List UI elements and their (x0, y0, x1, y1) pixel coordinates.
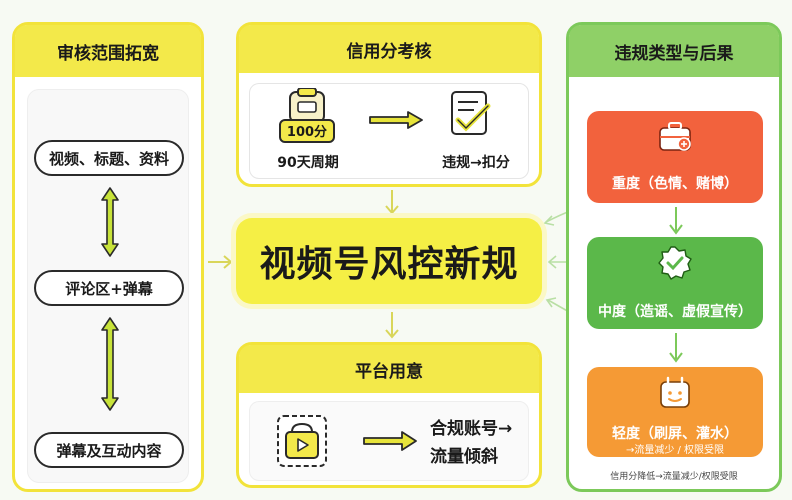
double-arrow-icon (101, 317, 119, 411)
center-to-intent-arrow (385, 312, 399, 339)
platform-intent-title: 平台用意 (239, 345, 539, 393)
scope-item-comments: 评论区+弹幕 (34, 270, 184, 306)
scope-item-interactions: 弹幕及互动内容 (34, 432, 184, 468)
review-scope-panel: 审核范围拓宽 视频、标题、资料 评论区+弹幕 弹幕及互动内容 (12, 22, 204, 492)
check-badge-icon (658, 246, 692, 280)
credit-score-body: 100分 90天周期 违规→扣分 (249, 83, 529, 179)
video-bag-icon (277, 415, 327, 467)
review-scope-list: 视频、标题、资料 评论区+弹幕 弹幕及互动内容 (27, 89, 189, 483)
credit-score-card: 信用分考核 100分 90天周期 违规→扣分 (236, 22, 542, 187)
down-arrow-icon (669, 333, 683, 363)
violation-check-icon (451, 91, 491, 135)
medical-case-icon (659, 122, 691, 151)
severity-mild-card: 轻度（刷屏、灌水） →流量减少 / 权限受限 (587, 367, 763, 457)
right-arrow-icon (369, 111, 423, 129)
cycle-label: 90天周期 (277, 155, 339, 171)
platform-intent-card: 平台用意 合规账号→ 流量倾斜 (236, 342, 542, 488)
scope-item-video: 视频、标题、资料 (34, 140, 184, 176)
severity-moderate-card: 中度（造谣、虚假宣传） (587, 237, 763, 329)
severity-mild-sub: →流量减少 / 权限受限 (625, 445, 725, 456)
score-badge-value: 100分 (286, 125, 328, 140)
right-arrow-icon (363, 431, 417, 451)
review-scope-title: 审核范围拓宽 (15, 25, 201, 77)
violation-types-title: 违规类型与后果 (569, 25, 779, 77)
severity-severe-card: 重度（色情、赌博） (587, 111, 763, 203)
double-arrow-icon (101, 187, 119, 257)
severity-severe-label: 重度（色情、赌博） (612, 176, 738, 192)
down-arrow-icon (669, 207, 683, 235)
intent-result-line2: 流量倾斜 (430, 447, 498, 467)
violation-types-panel: 违规类型与后果 重度（色情、赌博） 中度（造谣、虚假宣传） (566, 22, 782, 492)
severity-moderate-label: 中度（造谣、虚假宣传） (598, 304, 752, 320)
footnote: 信用分降低→流量减少/权限受限 (610, 472, 738, 482)
platform-intent-body: 合规账号→ 流量倾斜 (249, 401, 529, 481)
severity-mild-label: 轻度（刷屏、灌水） (612, 426, 738, 442)
calendar-face-icon (660, 376, 690, 408)
left-to-center-arrow (208, 255, 233, 269)
deduct-label: 违规→扣分 (442, 155, 510, 171)
score-badge-icon (279, 88, 335, 143)
center-title: 视频号风控新规 (236, 218, 542, 304)
intent-result-line1: 合规账号→ (430, 419, 513, 439)
credit-to-center-arrow (385, 190, 399, 215)
credit-score-title: 信用分考核 (239, 25, 539, 73)
